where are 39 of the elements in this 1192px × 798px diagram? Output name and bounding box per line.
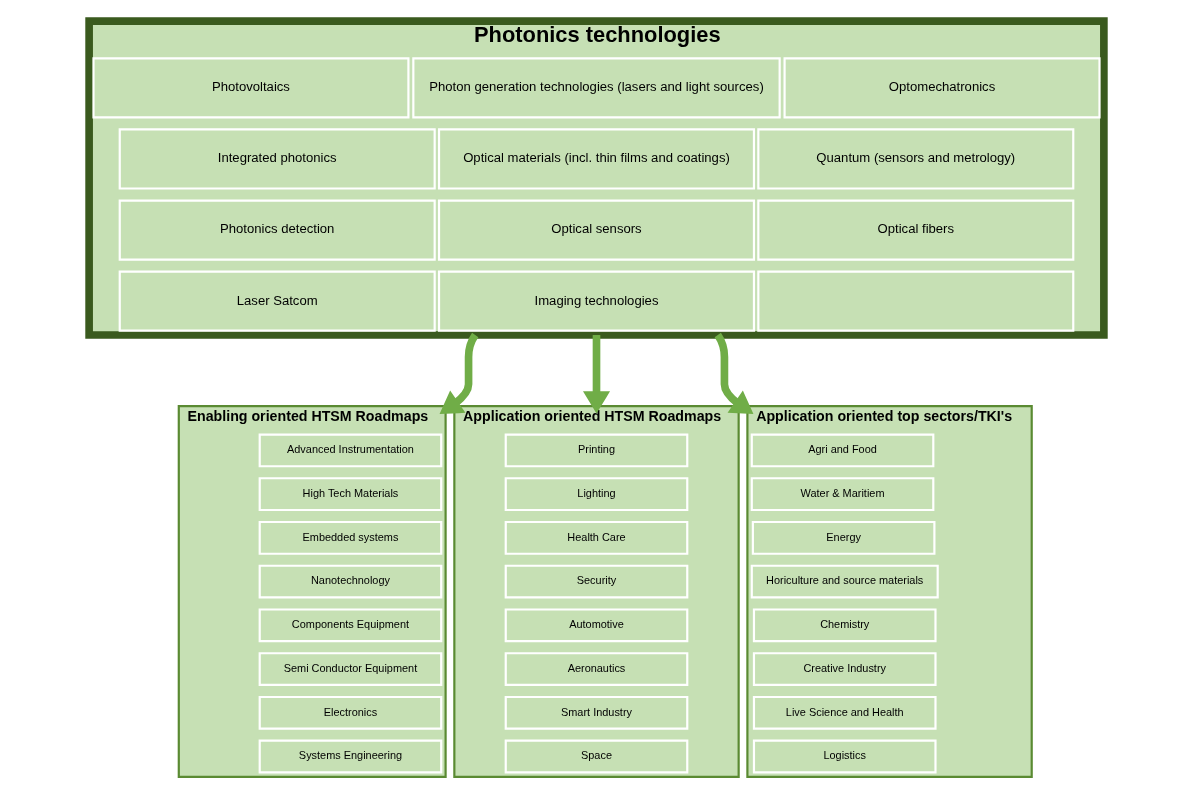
node-box: Horiculture and source materials bbox=[750, 564, 939, 599]
node-box: Photovoltaics bbox=[91, 57, 409, 119]
arrow bbox=[439, 333, 478, 415]
node-box: Agri and Food bbox=[750, 433, 934, 468]
node-box: Space bbox=[504, 739, 688, 774]
node-box: Photon generation technologies (lasers and light sources) bbox=[411, 57, 781, 119]
node-box: Aeronautics bbox=[504, 652, 688, 687]
node-box: Advanced Instrumentation bbox=[258, 433, 442, 468]
node-box: Logistics bbox=[752, 739, 937, 774]
node-box: Nanotechnology bbox=[258, 564, 442, 599]
node-box: Creative Industry bbox=[752, 652, 937, 687]
node-box: Optical materials (incl. thin films and coatings) bbox=[437, 128, 755, 190]
node-box: Health Care bbox=[504, 520, 688, 555]
node-box: Semi Conductor Equipment bbox=[258, 652, 442, 687]
node-box: Energy bbox=[751, 520, 935, 555]
node-box bbox=[756, 270, 1074, 332]
node-box: Components Equipment bbox=[258, 608, 442, 643]
node-box: High Tech Materials bbox=[258, 477, 442, 512]
node-box: Optomechatronics bbox=[783, 57, 1101, 119]
node-box: Smart Industry bbox=[504, 695, 688, 730]
node-box: Chemistry bbox=[752, 608, 937, 643]
node-box: Quantum (sensors and metrology) bbox=[756, 128, 1074, 190]
node-box: Integrated photonics bbox=[118, 128, 436, 190]
node-box: Security bbox=[504, 564, 688, 599]
arrow bbox=[582, 335, 610, 414]
node-box: Live Science and Health bbox=[752, 695, 937, 730]
node-box: Embedded systems bbox=[258, 520, 442, 555]
node-box: Photonics detection bbox=[118, 199, 436, 261]
arrow bbox=[714, 333, 753, 415]
node-box: Laser Satcom bbox=[118, 270, 436, 332]
node-box: Optical sensors bbox=[437, 199, 755, 261]
node-box: Printing bbox=[504, 433, 688, 468]
node-box: Systems Engineering bbox=[258, 739, 442, 774]
node-box: Automotive bbox=[504, 608, 688, 643]
node-box: Imaging technologies bbox=[437, 270, 755, 332]
node-box: Optical fibers bbox=[756, 199, 1074, 261]
node-box: Water & Maritiem bbox=[750, 477, 934, 512]
node-box: Lighting bbox=[504, 477, 688, 512]
node-box: Electronics bbox=[258, 695, 442, 730]
